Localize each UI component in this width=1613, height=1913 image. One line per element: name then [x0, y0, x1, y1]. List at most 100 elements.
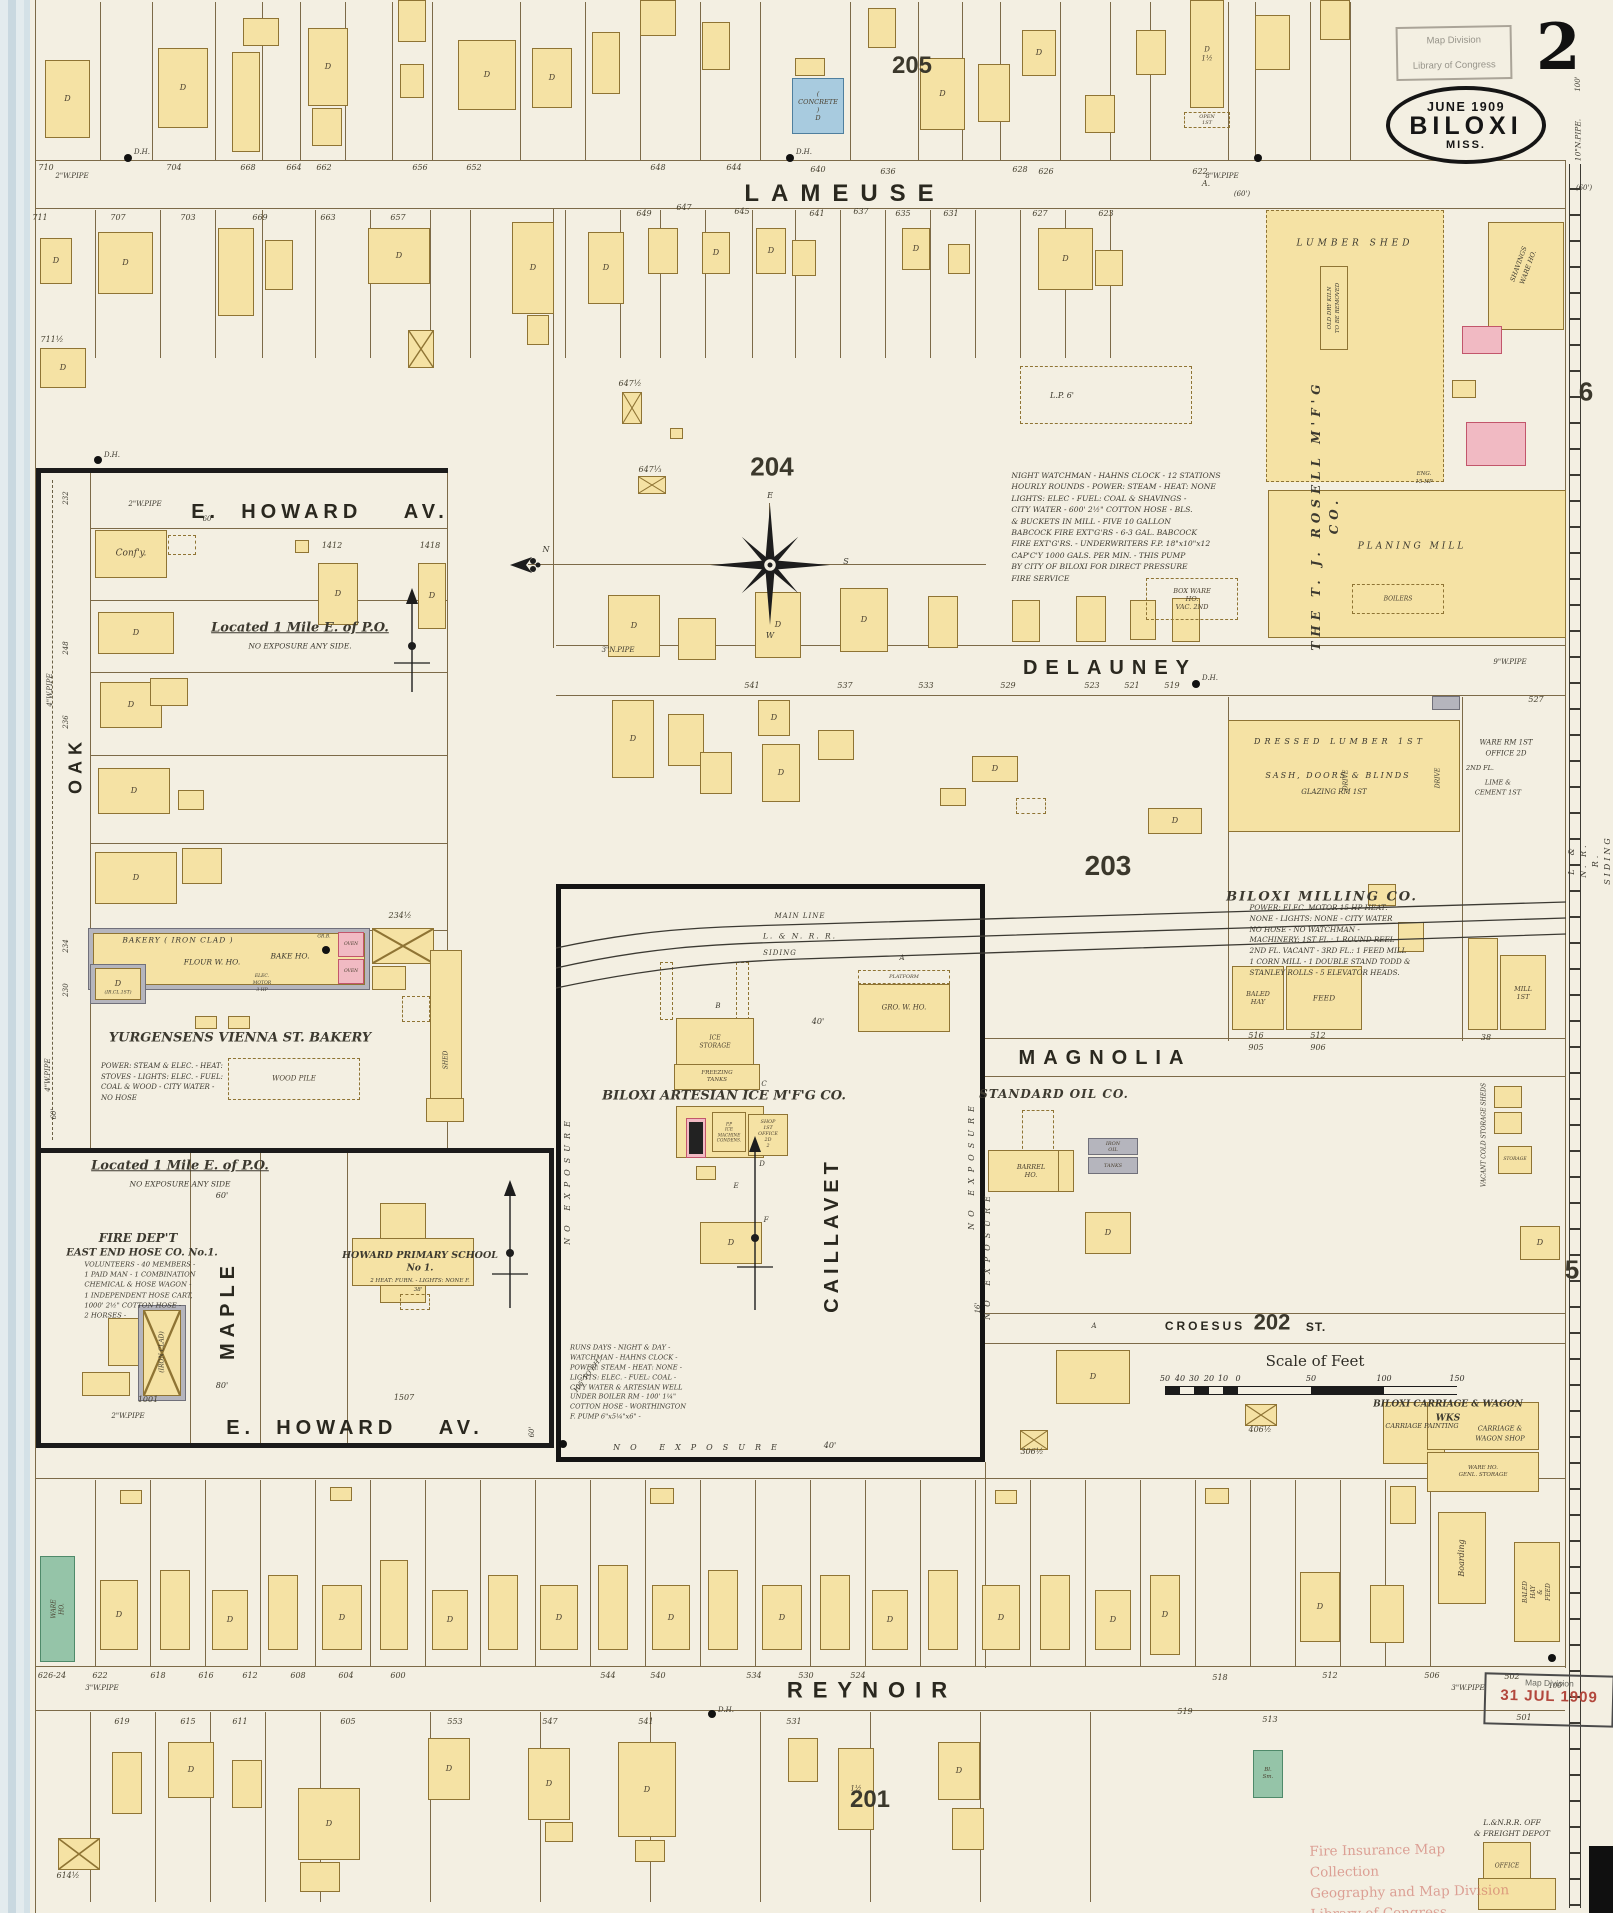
building — [168, 535, 196, 555]
building — [1205, 1488, 1229, 1504]
building — [952, 1808, 984, 1850]
building — [668, 714, 704, 766]
house-number: 711½ — [40, 335, 64, 344]
lot-line — [840, 210, 841, 358]
lot-line — [1030, 1480, 1031, 1666]
street-label: CAILLAVET — [821, 1157, 843, 1313]
map-label: SIDING — [763, 948, 797, 957]
street-line — [35, 1478, 1565, 1480]
map-label: CARRIAGE PAINTING — [1385, 1422, 1459, 1431]
map-label: NO EXPOSURE — [613, 1443, 787, 1452]
map-label: No 1. — [406, 1263, 434, 1274]
lot-line — [1150, 2, 1151, 160]
lot-line — [1565, 160, 1567, 1668]
map-label: C — [761, 1079, 767, 1088]
street-label: MAPLE — [217, 1260, 239, 1360]
lot-line — [155, 1712, 156, 1902]
map-label: 16' — [973, 1302, 982, 1314]
lot-line — [565, 210, 566, 358]
building: D — [528, 1748, 570, 1820]
library-stamp-line: Map Division — [1426, 34, 1482, 47]
building — [788, 1738, 818, 1782]
map-label: POWER: STEAM & ELEC. - HEAT: STOVES - LI… — [101, 1062, 223, 1102]
map-label: Located 1 Mile E. of P.O. — [91, 1158, 269, 1174]
building — [670, 428, 683, 439]
map-label: A — [899, 953, 905, 962]
building — [818, 730, 854, 760]
lot-line — [152, 2, 153, 160]
house-number: 703 — [180, 213, 196, 222]
scale-title: Scale of Feet — [1265, 1352, 1365, 1370]
building: D — [418, 563, 446, 629]
building — [268, 1575, 298, 1650]
lot-line — [215, 2, 216, 160]
collection-stamp: Fire Insurance Map Collection Geography … — [1309, 1841, 1510, 1913]
building — [1432, 696, 1460, 710]
building: D — [618, 1742, 676, 1837]
street-label: CROESUS — [1164, 1319, 1246, 1333]
house-number: 506 — [1424, 1671, 1440, 1680]
house-number: 513 — [1262, 1715, 1278, 1724]
building: WARE HO. — [40, 1556, 75, 1662]
building — [380, 1560, 408, 1650]
building — [58, 1838, 100, 1870]
lot-line — [755, 1480, 756, 1666]
building — [265, 240, 293, 290]
building — [488, 1575, 518, 1650]
street-line — [90, 528, 447, 530]
building: D — [608, 595, 660, 657]
lot-line — [370, 210, 371, 358]
building — [1012, 600, 1040, 642]
building — [1085, 95, 1115, 133]
lot-line — [432, 2, 433, 160]
lot-line — [975, 210, 976, 358]
lot-line — [35, 0, 37, 1913]
lot-line — [1430, 1480, 1431, 1666]
house-number: 647 — [676, 203, 692, 212]
house-number: 707 — [110, 213, 126, 222]
building — [218, 228, 254, 316]
map-label: MAIN LINE — [774, 911, 826, 920]
map-label: DRIVE — [1434, 767, 1442, 789]
house-number: 611 — [232, 1717, 248, 1726]
house-number: 652 — [466, 163, 482, 172]
house-number: 541 — [638, 1717, 654, 1726]
house-number: 534 — [746, 1671, 762, 1680]
crossed-open-structure-icon — [59, 1839, 99, 1869]
scale-tick-label: 150 — [1449, 1374, 1465, 1383]
house-number: 657 — [390, 213, 406, 222]
lot-line — [300, 2, 301, 160]
map-label: HOWARD PRIMARY SCHOOL — [342, 1249, 498, 1261]
building: BALED HAY & FEED — [1514, 1542, 1560, 1642]
lot-line — [553, 208, 555, 648]
map-title: JUNE 1909 BILOXI MISS. — [1386, 86, 1546, 164]
house-number: 631 — [943, 209, 959, 218]
building — [228, 1016, 250, 1029]
building: D — [1148, 808, 1202, 834]
map-label: 2ND FL. — [1466, 764, 1494, 773]
dh-hydrant-dot — [1548, 1654, 1556, 1662]
building — [708, 1570, 738, 1650]
building: D — [322, 1585, 362, 1650]
building — [1095, 250, 1123, 286]
house-number: 615 — [180, 1717, 196, 1726]
house-number: 906 — [1310, 1043, 1326, 1052]
building — [1136, 30, 1166, 75]
street-line — [90, 755, 447, 757]
scale-tick-label: 20 — [1203, 1374, 1215, 1383]
house-number: 647½ — [618, 379, 642, 388]
map-label: E — [733, 1181, 739, 1190]
lot-line — [90, 468, 92, 1150]
building — [928, 596, 958, 648]
map-label: RUNS DAYS - NIGHT & DAY - WATCHMAN - HAH… — [570, 1343, 686, 1421]
lot-line — [480, 1480, 481, 1666]
house-number: 616 — [198, 1671, 214, 1680]
house-number: 622 — [92, 1671, 108, 1680]
map-label: 3"W.PIPE — [1451, 1683, 1485, 1692]
building — [592, 32, 620, 94]
scan-edge-strip — [8, 0, 16, 1913]
map-label: D.H. — [134, 147, 150, 156]
building — [700, 752, 732, 794]
